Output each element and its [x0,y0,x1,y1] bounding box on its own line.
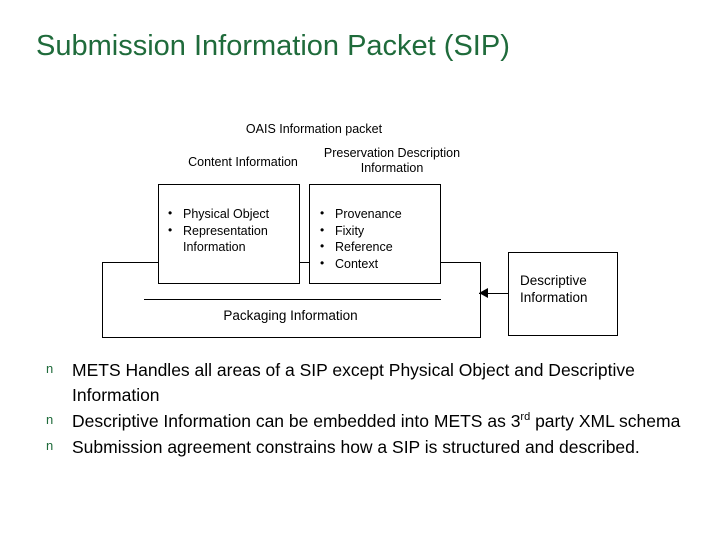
list-item: Descriptive Information can be embedded … [36,409,684,434]
bullet-text-prefix: Descriptive Information can be embedded … [72,411,521,431]
arrow-head-icon [479,288,488,298]
descriptive-information-label: Descriptive Information [514,272,614,306]
bullet-text: Submission agreement constrains how a SI… [72,437,640,457]
oais-packet-label: OAIS Information packet [245,122,383,136]
descriptive-label-line1: Descriptive [520,273,587,288]
bullet-text-suffix: party XML schema [535,411,681,431]
bullet-marker-icon [46,415,55,424]
oais-diagram: OAIS Information packet Content Informat… [96,112,636,352]
packaging-divider [144,299,441,300]
pdi-label-line1: Preservation Description [323,146,461,160]
pdi-list: Provenance Fixity Reference Context [318,205,438,273]
list-item: Reference [318,238,438,256]
list-item: Physical Object [166,205,301,223]
content-information-label: Content Information [188,155,298,169]
bullet-text: Descriptive Information can be embedded … [72,411,680,431]
page-title: Submission Information Packet (SIP) [36,30,510,62]
bullet-text: METS Handles all areas of a SIP except P… [72,360,635,405]
descriptive-information-connector [479,293,508,294]
preservation-description-information-label: Preservation Description Information [292,146,492,176]
content-information-list: Physical Object Representation Informati… [166,205,301,256]
list-item: Fixity [318,222,438,240]
list-item: Provenance [318,205,438,223]
bullet-marker-icon [46,441,55,450]
descriptive-information-box [508,252,618,336]
body-bullet-list: METS Handles all areas of a SIP except P… [36,358,684,461]
bullet-marker-icon [46,364,55,373]
descriptive-label-line2: Information [520,290,588,305]
list-item: Representation [166,222,301,240]
list-item: METS Handles all areas of a SIP except P… [36,358,684,408]
list-item: Context [318,255,438,273]
list-item: Submission agreement constrains how a SI… [36,435,684,460]
packaging-information-label: Packaging Information [223,308,358,323]
pdi-label-line2: Information [360,161,424,175]
ordinal-suffix: rd [520,411,531,424]
list-item: Information [183,240,246,254]
